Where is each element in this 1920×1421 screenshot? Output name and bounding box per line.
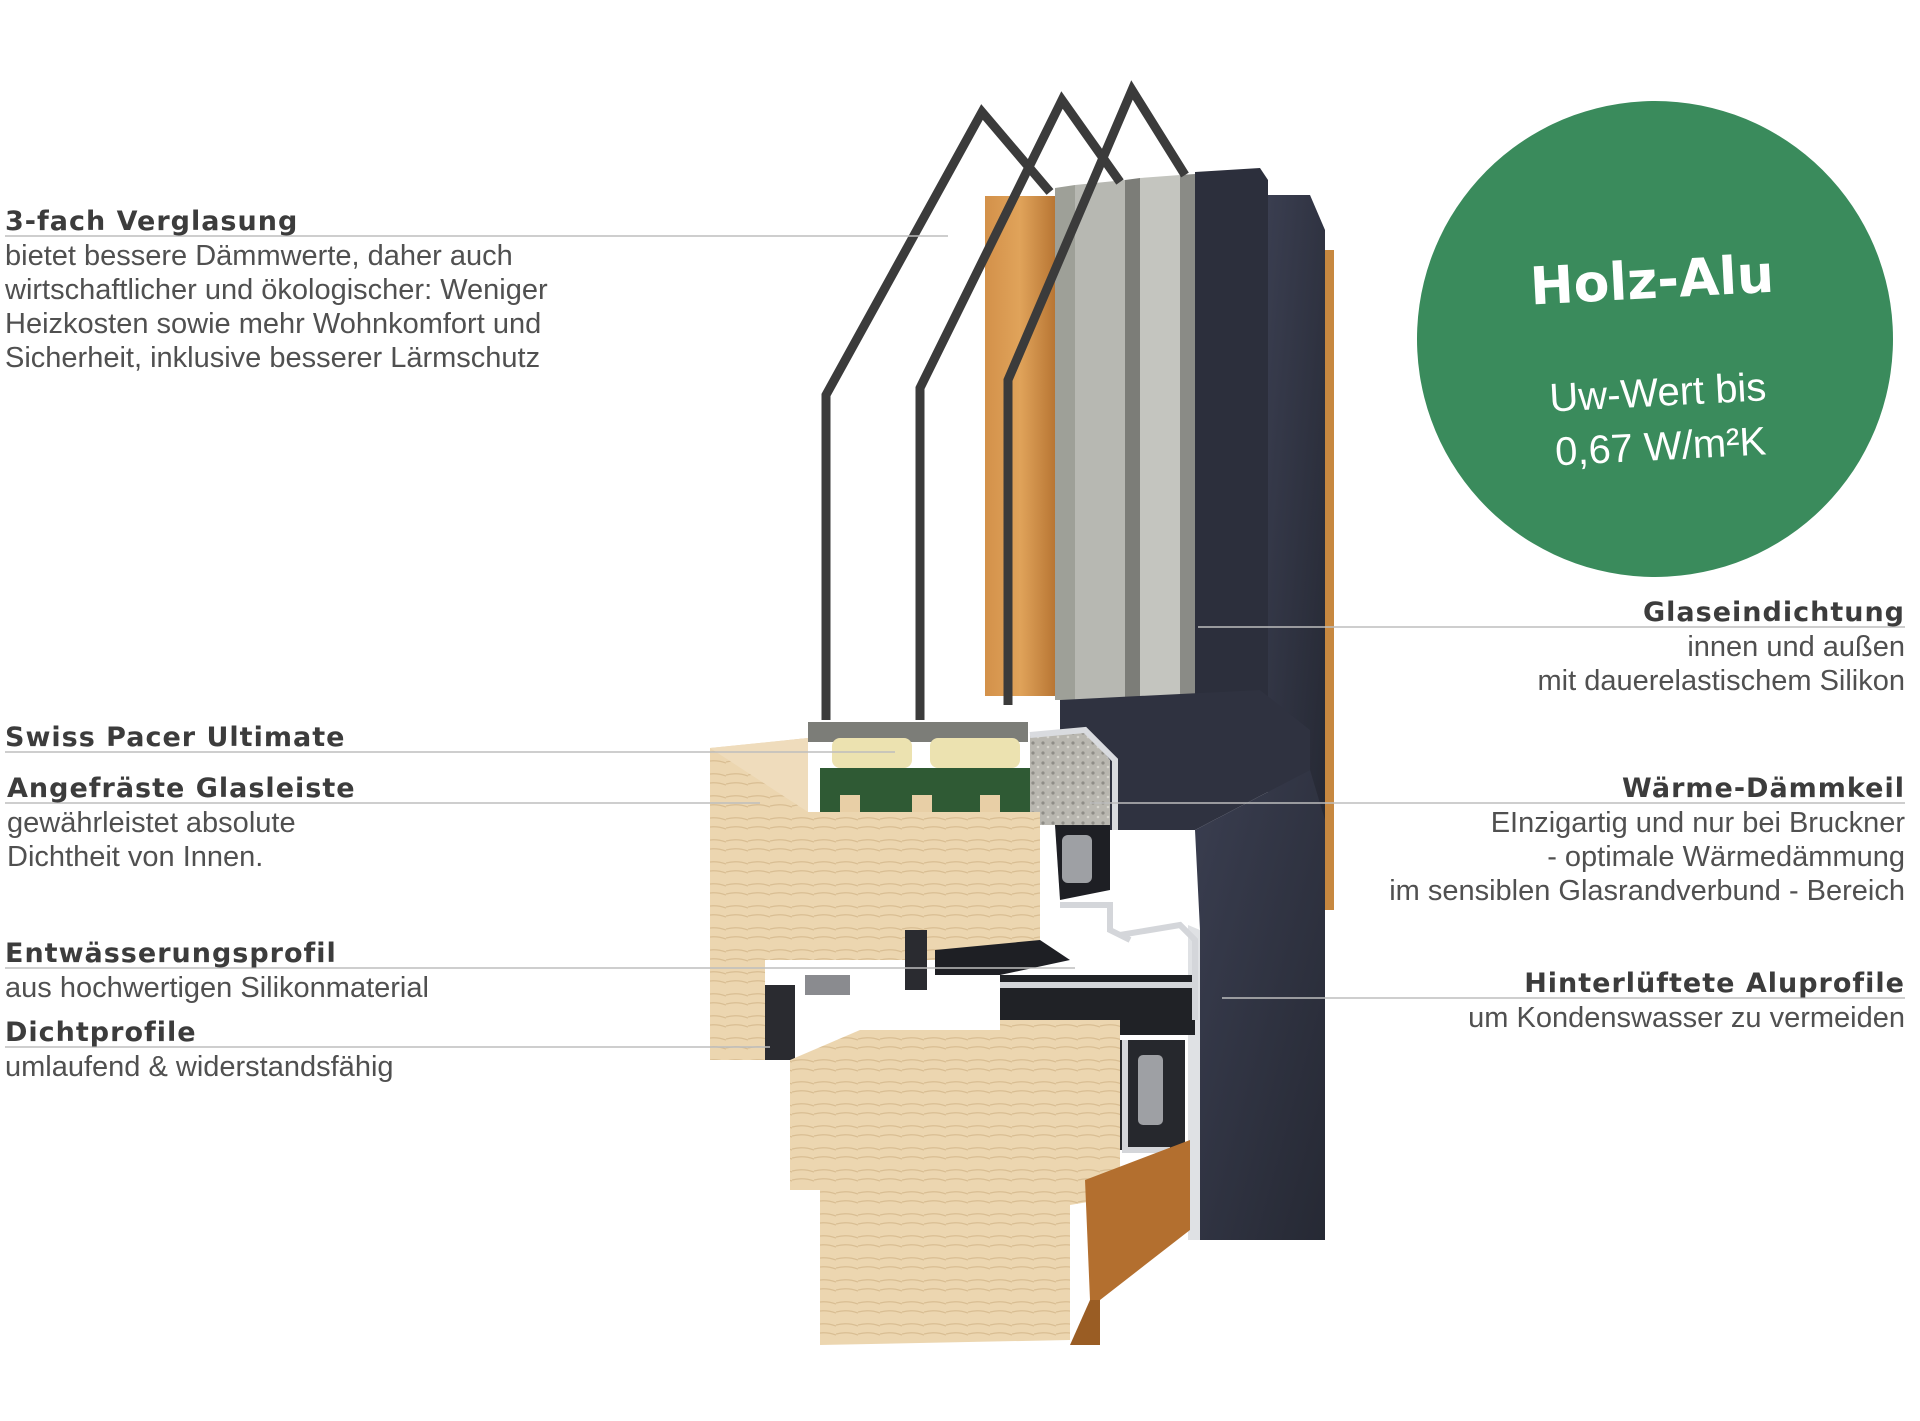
triple-glazing-outline xyxy=(821,80,1189,720)
wood-frame-upper xyxy=(710,738,1040,1060)
label-line: im sensiblen Glasrandverbund - Bereich xyxy=(1389,875,1905,907)
thermal-wedge xyxy=(1029,726,1118,830)
label-line: EInzigartig und nur bei Bruckner xyxy=(1490,807,1905,839)
label-title: Wärme-Dämmkeil xyxy=(1622,773,1905,804)
label-title: Hinterlüftete Aluprofile xyxy=(1524,968,1905,999)
label-title: 3-fach Verglasung xyxy=(5,206,299,237)
label-line: Heizkosten sowie mehr Wohnkomfort und xyxy=(5,308,542,340)
label-line: - optimale Wärmedämmung xyxy=(1547,841,1905,873)
label-glaseindichtung: Glaseindichtung innen und außen mit daue… xyxy=(1538,596,1905,698)
alu-frame-lower xyxy=(1060,690,1325,1240)
label-line: aus hochwertigen Silikonmaterial xyxy=(5,972,429,1004)
glass-panes xyxy=(1055,174,1195,705)
wood-sash-lower xyxy=(790,1020,1190,1345)
label-title: Entwässerungsprofil xyxy=(5,938,337,969)
label-dichtprofile: Dichtprofile umlaufend & widerstandsfähi… xyxy=(5,1016,394,1084)
label-line: mit dauerelastischem Silikon xyxy=(1537,665,1905,697)
leader-lines xyxy=(5,235,1905,1048)
label-line: um Kondenswasser zu vermeiden xyxy=(1468,1002,1905,1034)
alu-frame-vertical xyxy=(1195,168,1325,820)
alu-clips xyxy=(1000,902,1198,1153)
label-angefraeste-glasleiste: Angefräste Glasleiste gewährleistet abso… xyxy=(7,772,356,874)
label-hinterlueftete-aluprofile: Hinterlüftete Aluprofile um Kondenswasse… xyxy=(1468,967,1905,1035)
badge-subtitle: Uw-Wert bis 0,67 W/m²K xyxy=(1419,354,1900,487)
label-line: innen und außen xyxy=(1687,631,1905,663)
swiss-pacer-spacers xyxy=(808,722,1038,813)
label-waerme-daemmkeil: Wärme-Dämmkeil EInzigartig und nur bei B… xyxy=(1389,772,1905,908)
badge-title: Holz-Alu xyxy=(1528,244,1776,318)
label-line: umlaufend & widerstandsfähig xyxy=(5,1051,394,1083)
label-swiss-pacer: Swiss Pacer Ultimate xyxy=(5,721,345,755)
label-line: Sicherheit, inklusive besserer Lärmschut… xyxy=(5,342,541,374)
label-title: Swiss Pacer Ultimate xyxy=(5,722,346,753)
label-line: gewährleistet absolute xyxy=(7,807,296,839)
label-line: wirtschaftlicher und ökologischer: Wenig… xyxy=(5,274,548,306)
label-line: Dichtheit von Innen. xyxy=(7,841,264,873)
label-entwaesserungsprofil: Entwässerungsprofil aus hochwertigen Sil… xyxy=(5,937,429,1005)
label-title: Angefräste Glasleiste xyxy=(7,773,356,804)
label-title: Glaseindichtung xyxy=(1643,597,1905,628)
label-3fach-verglasung: 3-fach Verglasung bietet bessere Dämmwer… xyxy=(5,205,548,375)
label-title: Dichtprofile xyxy=(5,1017,197,1048)
label-line: bietet bessere Dämmwerte, daher auch xyxy=(5,240,513,272)
